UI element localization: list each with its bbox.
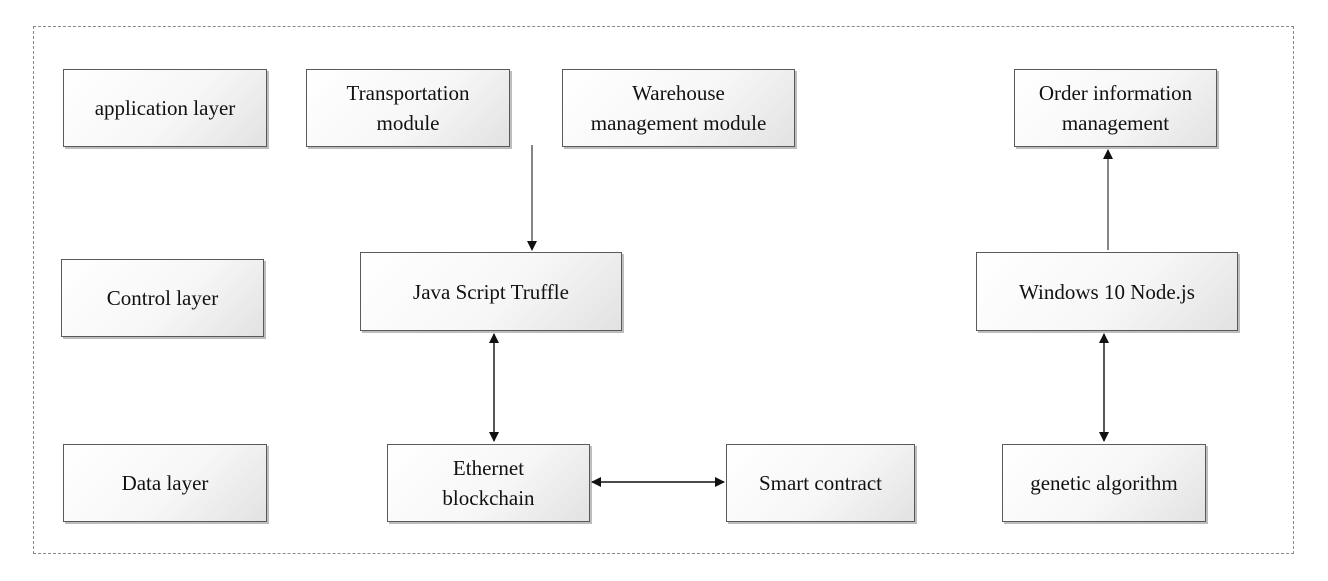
application-layer-box: application layer — [63, 69, 267, 147]
genetic-algorithm-box: genetic algorithm — [1002, 444, 1206, 522]
control-layer-box: Control layer — [61, 259, 264, 337]
ethernet-blockchain-box: Ethernet blockchain — [387, 444, 590, 522]
diagram-frame — [33, 26, 1294, 554]
data-layer-box: Data layer — [63, 444, 267, 522]
warehouse-management-module-box: Warehouse management module — [562, 69, 795, 147]
order-information-management-box: Order information management — [1014, 69, 1217, 147]
transportation-module-box: Transportation module — [306, 69, 510, 147]
javascript-truffle-box: Java Script Truffle — [360, 252, 622, 331]
smart-contract-box: Smart contract — [726, 444, 915, 522]
windows-nodejs-box: Windows 10 Node.js — [976, 252, 1238, 331]
